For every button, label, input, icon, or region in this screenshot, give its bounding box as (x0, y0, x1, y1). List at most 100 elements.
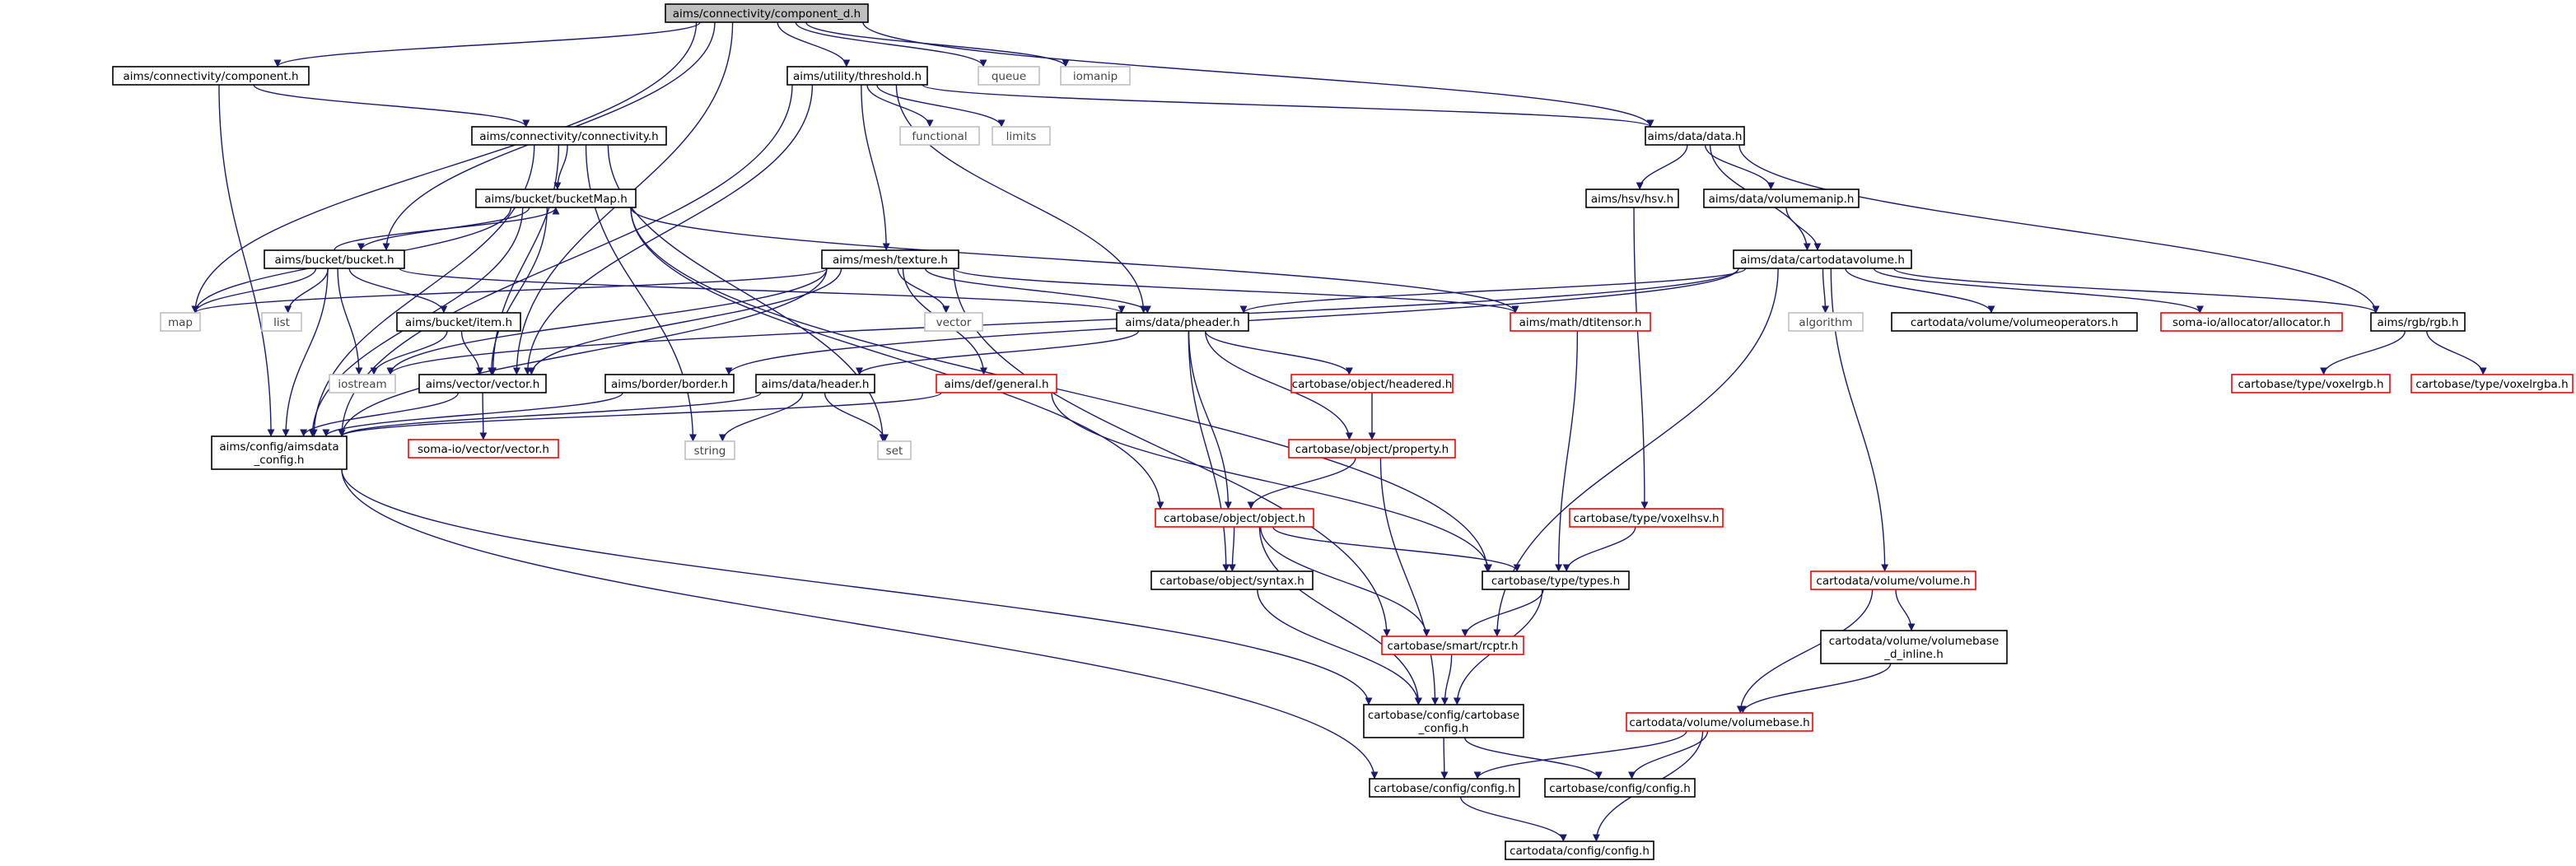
node-border[interactable]: aims/border/border.h (604, 374, 735, 393)
edge-threshold-to-vectorh (524, 84, 814, 375)
node-property[interactable]: cartobase/object/property.h (1288, 439, 1456, 459)
node-aimsdata_config[interactable]: aims/config/aimsdata_config.h (211, 435, 348, 470)
node-label-string: string (694, 445, 726, 458)
node-bucketMap[interactable]: aims/bucket/bucketMap.h (475, 189, 637, 208)
node-box-item (396, 312, 521, 332)
edge-property-to-object (1247, 457, 1356, 510)
node-headered[interactable]: cartobase/object/headered.h (1290, 374, 1454, 393)
node-cartodatavolume[interactable]: aims/data/cartodatavolume.h (1733, 249, 1912, 269)
node-pheader[interactable]: aims/data/pheader.h (1116, 312, 1249, 332)
node-bucket[interactable]: aims/bucket/bucket.h (264, 249, 405, 269)
node-label-component: aims/connectivity/component.h (123, 70, 298, 83)
node-label-voxelrgb: cartobase/type/voxelrgb.h (2238, 378, 2384, 391)
edge-header-to-set (824, 392, 889, 442)
edge-bucket-to-item (348, 268, 448, 314)
node-label-volumeoperators: cartodata/volume/volumeoperators.h (1911, 316, 2118, 329)
node-queue: queue (978, 66, 1040, 86)
node-somavector[interactable]: soma-io/vector/vector.h (408, 439, 559, 459)
node-label-volumebase: cartodata/volume/volumebase.h (1629, 716, 1809, 729)
node-component_d[interactable]: aims/connectivity/component_d.h (665, 3, 869, 23)
node-box-dtitensor (1510, 312, 1651, 332)
node-volumemanip[interactable]: aims/data/volumemanip.h (1703, 189, 1860, 208)
node-syntax[interactable]: cartobase/object/syntax.h (1150, 570, 1314, 590)
node-connectivity[interactable]: aims/connectivity/connectivity.h (471, 126, 667, 146)
node-cd_config[interactable]: cartodata/config/config.h (1505, 840, 1654, 860)
node-iomanip: iomanip (1060, 66, 1131, 86)
node-label-bucketMap: aims/bucket/bucketMap.h (484, 193, 628, 206)
edge-dtitensor-to-types (1555, 330, 1579, 572)
node-label-bucket: aims/bucket/bucket.h (274, 254, 394, 267)
node-label-iostream: iostream (338, 378, 386, 391)
node-general[interactable]: aims/def/general.h (936, 374, 1057, 393)
node-object[interactable]: cartobase/object/object.h (1155, 508, 1314, 528)
node-functional: functional (899, 126, 980, 146)
edge-threshold-to-data (922, 84, 1654, 128)
edge-object-to-cartobase_config (1258, 526, 1423, 705)
node-data[interactable]: aims/data/data.h (1645, 126, 1745, 146)
node-iostream: iostream (329, 374, 396, 393)
node-rcptr[interactable]: cartobase/smart/rcptr.h (1381, 636, 1524, 655)
edge-bucketMap-to-object (630, 207, 1164, 510)
node-cb_config2[interactable]: cartobase/config/config.h (1544, 778, 1696, 798)
edge-texture-to-map (191, 268, 828, 314)
node-label-cartodatavolume: aims/data/cartodatavolume.h (1740, 254, 1905, 267)
node-box-volumemanip (1703, 189, 1860, 208)
node-box-string (684, 440, 735, 460)
node-voxelrgb[interactable]: cartobase/type/voxelrgb.h (2231, 374, 2391, 393)
node-box-headered (1290, 374, 1454, 393)
node-volumeoperators[interactable]: cartodata/volume/volumeoperators.h (1891, 312, 2138, 332)
node-box-cb_config2 (1544, 778, 1696, 798)
node-vectorh[interactable]: aims/vector/vector.h (418, 374, 547, 393)
node-header[interactable]: aims/data/header.h (755, 374, 875, 393)
node-box-list (261, 312, 302, 332)
node-label-component_d: aims/connectivity/component_d.h (673, 7, 861, 21)
edge-syntax-to-cartobase_config (1257, 589, 1422, 705)
node-box-border (604, 374, 735, 393)
node-box-allocator (2160, 312, 2343, 332)
node-volume[interactable]: cartodata/volume/volume.h (1810, 570, 1976, 590)
node-rgb[interactable]: aims/rgb/rgb.h (2370, 312, 2466, 332)
node-allocator[interactable]: soma-io/allocator/allocator.h (2160, 312, 2343, 332)
edge-component_d-to-queue (795, 21, 987, 68)
node-box-texture (821, 249, 959, 269)
node-label-set: set (886, 445, 903, 458)
node-dtitensor[interactable]: aims/math/dtitensor.h (1510, 312, 1651, 332)
edge-item-to-iostream (370, 330, 448, 375)
edge-component-to-connectivity (253, 84, 530, 128)
node-limits: limits (992, 126, 1051, 146)
node-voxelhsv[interactable]: cartobase/type/voxelhsv.h (1569, 508, 1724, 528)
edge-cartodatavolume-to-rgb (1893, 268, 2380, 314)
edge-cartodatavolume-to-volumeoperators (1845, 268, 1995, 314)
node-box-connectivity (471, 126, 667, 146)
node-volumebase_d_inline[interactable]: cartodata/volume/volumebase_d_inline.h (1820, 630, 2008, 664)
node-volumebase[interactable]: cartodata/volume/volumebase.h (1626, 712, 1813, 732)
edge-component_d-to-iomanip (805, 21, 1070, 68)
node-label-object: cartobase/object/object.h (1164, 512, 1305, 525)
edge-hsv-to-voxelhsv (1633, 207, 1649, 510)
node-box-queue (978, 66, 1040, 86)
node-types[interactable]: cartobase/type/types.h (1482, 570, 1630, 590)
node-item[interactable]: aims/bucket/item.h (396, 312, 521, 332)
node-voxelrgba[interactable]: cartobase/type/voxelrgba.h (2410, 374, 2574, 393)
node-hsv[interactable]: aims/hsv/hsv.h (1585, 189, 1679, 208)
node-box-functional (899, 126, 980, 146)
node-component[interactable]: aims/connectivity/component.h (112, 66, 310, 86)
node-threshold[interactable]: aims/utility/threshold.h (786, 66, 928, 86)
edge-texture-to-dtitensor (953, 268, 1519, 314)
node-box-rcptr (1381, 636, 1524, 655)
node-list: list (261, 312, 302, 332)
node-box-component_d (665, 3, 869, 23)
node-texture[interactable]: aims/mesh/texture.h (821, 249, 959, 269)
node-set: set (877, 440, 912, 460)
node-label-map: map (168, 316, 193, 329)
edge-cartodatavolume-to-iostream (386, 268, 1739, 375)
node-cartobase_config[interactable]: cartobase/config/cartobase_config.h (1363, 704, 1524, 738)
node-label-property: cartobase/object/property.h (1295, 443, 1449, 456)
edge-property-to-cartobase_config (1379, 457, 1440, 705)
node-label-aimsdata_config: aims/config/aimsdata_config.h (219, 440, 338, 467)
edge-cartodatavolume-to-allocator (1873, 268, 2204, 314)
edge-threshold-to-functional (866, 84, 934, 128)
node-box-vectorh (418, 374, 547, 393)
node-cb_config1[interactable]: cartobase/config/config.h (1369, 778, 1520, 798)
node-box-syntax (1150, 570, 1314, 590)
